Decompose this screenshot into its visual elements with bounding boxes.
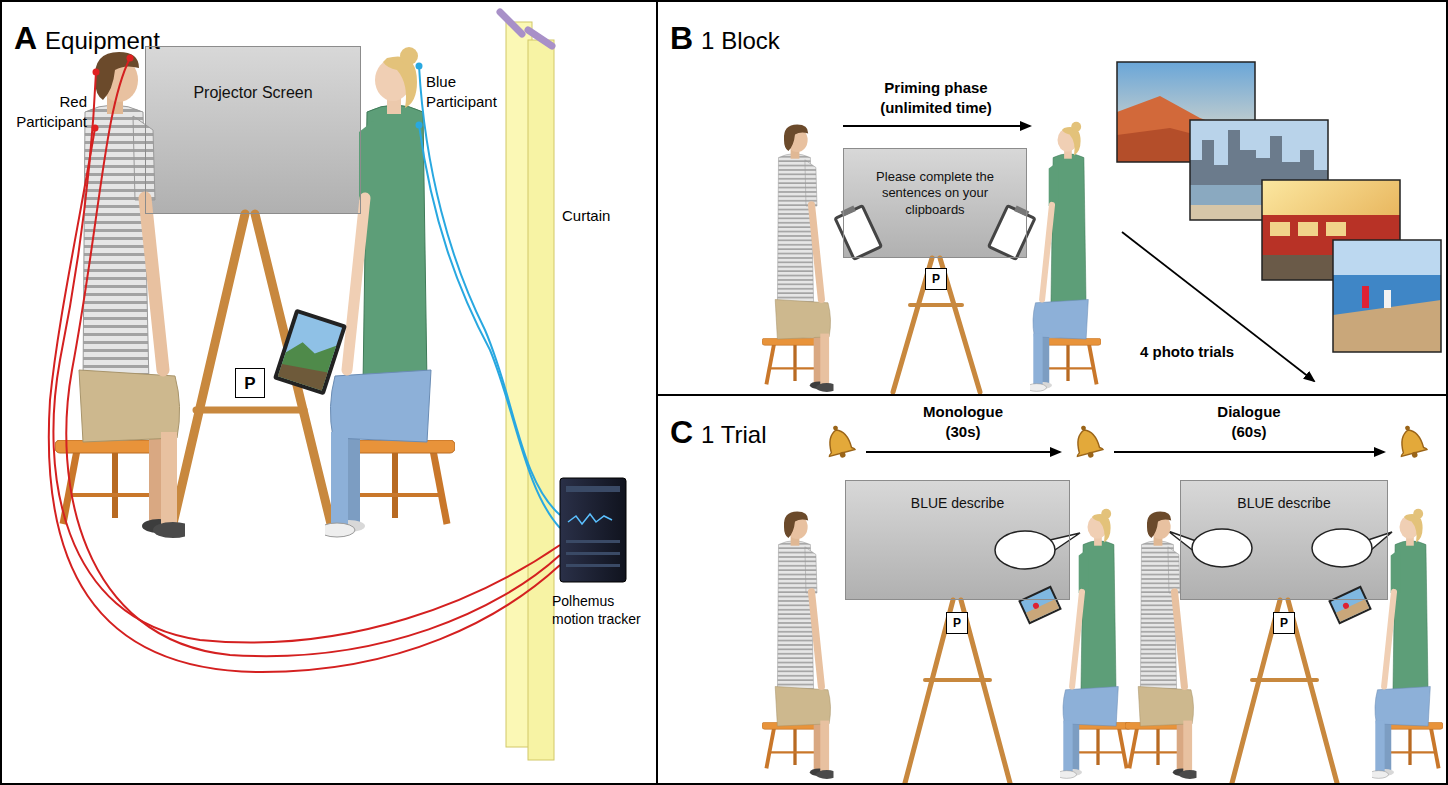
screen-text: Please complete the sentences on your cl… [854, 169, 1016, 218]
panel-letter: B [670, 20, 693, 56]
bell-icon [822, 422, 1428, 461]
panel-frame: B 1 BlockPlease complete the sentences on… [656, 0, 1448, 396]
equipment-label: Polhemus motion tracker [552, 592, 652, 628]
sign-letter: P [932, 273, 940, 285]
easel-sign: P [1273, 612, 1295, 634]
panel-letter: C [670, 414, 693, 450]
panel-title: Equipment [45, 27, 160, 54]
sign-letter: P [1280, 617, 1288, 629]
panel-frame: C 1 TrialBLUE describeP BLUE describeP [656, 394, 1448, 785]
projector-screen: BLUE describe [845, 480, 1070, 600]
tablet-photo [273, 308, 1372, 624]
sensor-wire [49, 58, 560, 672]
panel-frame: A EquipmentProjector ScreenP [0, 0, 658, 785]
stool [55, 338, 1443, 768]
sign-letter: P [953, 617, 961, 629]
trial-count-label: 4 photo trials [1140, 342, 1234, 362]
speech-bubble [995, 529, 1392, 569]
screen-fill [145, 46, 1388, 600]
photo-stack [1117, 62, 1441, 352]
participant-label: Red Participant [5, 92, 87, 131]
panel-title: 1 Trial [701, 421, 766, 448]
phase-label: Dialogue (60s) [1210, 402, 1288, 441]
participant-figure [79, 47, 1430, 779]
panel-letter: A [14, 20, 37, 56]
panel-title: 1 Block [701, 27, 780, 54]
projector-screen: Please complete the sentences on your cl… [843, 148, 1027, 258]
equipment-label: Curtain [562, 206, 610, 226]
sign-letter: P [244, 375, 255, 392]
phase-label: Priming phase (unlimited time) [876, 78, 996, 117]
screen-text: BLUE describe [1191, 495, 1377, 513]
phase-label: Monologue (30s) [918, 402, 1008, 441]
easel-sign: P [925, 268, 947, 290]
sensor-dot [92, 55, 423, 132]
projector-screen: BLUE describe [1180, 480, 1388, 600]
screen-text: BLUE describe [856, 495, 1059, 513]
curtain [500, 12, 554, 760]
easel-sign: P [235, 368, 265, 398]
timeline-arrow [843, 126, 1384, 452]
motion-tracker [560, 478, 626, 582]
screen-text: Projector Screen [156, 83, 350, 103]
projector-screen: Projector Screen [145, 46, 361, 214]
participant-label: Blue Participant [426, 72, 500, 111]
easel-sign: P [946, 612, 968, 634]
